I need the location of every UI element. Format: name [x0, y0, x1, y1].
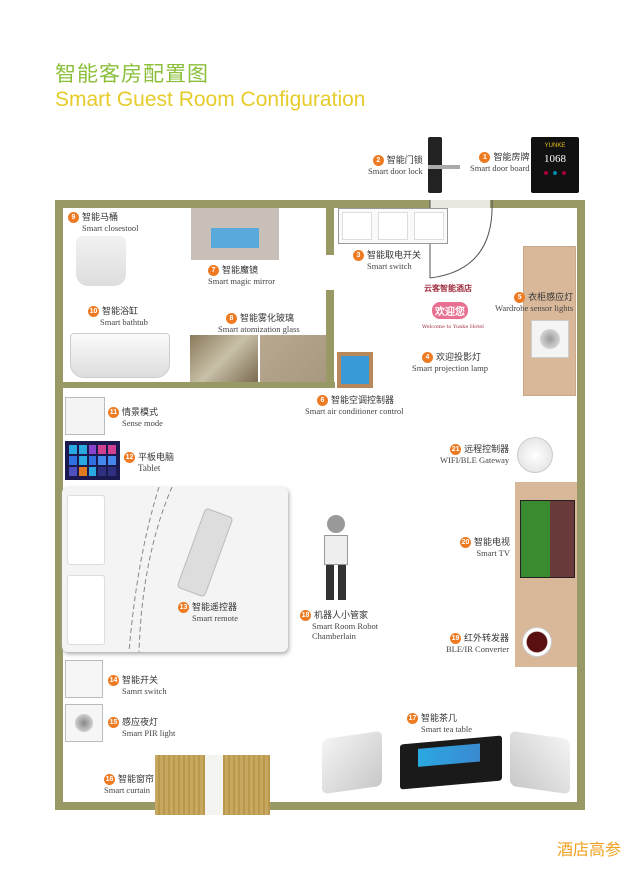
smart-switch-wall-panel: [65, 660, 103, 698]
door-gap: [430, 200, 490, 208]
door-lock-handle: [428, 165, 460, 169]
wall-bottom-left: [55, 802, 155, 810]
closestool-image: [76, 236, 126, 286]
page-title-en: Smart Guest Room Configuration: [55, 88, 366, 111]
projection-lamp-image: 云客智能酒店 欢迎您 Welcome to Yunke Hotel: [418, 278, 488, 344]
wall-left: [55, 200, 63, 810]
wall-top-left: [55, 200, 430, 208]
smart-switch-panel: [338, 208, 448, 244]
wall-right: [577, 200, 585, 810]
atomization-glass-clear: [190, 335, 258, 382]
wall-bottom-right: [270, 802, 585, 810]
sense-mode-panel: [65, 397, 105, 435]
projection-hotel-name: 云客智能酒店: [424, 284, 472, 293]
wardrobe-sensor-light-image: [531, 320, 569, 358]
wall-top-right: [490, 200, 585, 208]
pir-light-image: [65, 704, 103, 742]
door-board-room-number: 1068: [544, 153, 566, 165]
robot-image: [318, 515, 354, 605]
watermark: 酒店高参: [557, 840, 622, 859]
tv-screen: [520, 500, 575, 578]
projection-welcome-en: Welcome to Yunke Hotel: [422, 324, 484, 330]
ir-converter-image: [522, 627, 552, 657]
projection-welcome: 欢迎您: [432, 302, 468, 319]
pillow-top: [67, 495, 105, 565]
chair-left: [322, 730, 382, 795]
chair-right: [510, 730, 570, 795]
bed: [62, 487, 288, 652]
tablet-image: [65, 441, 120, 480]
ac-controller-image: [337, 352, 373, 388]
pillow-bottom: [67, 575, 105, 645]
tea-table-image: [400, 735, 502, 790]
page-title-cn: 智能客房配置图: [55, 62, 209, 86]
bathroom-wall-right-top: [326, 200, 334, 255]
bathroom-wall-right-bottom: [326, 290, 334, 388]
atomization-glass-frosted: [260, 335, 326, 382]
gateway-image: [517, 437, 553, 473]
bathtub-image: [70, 333, 170, 378]
curtain-image: [155, 755, 270, 815]
magic-mirror-image: [191, 208, 279, 260]
door-board-brand: YUNKE: [544, 143, 566, 149]
bathroom-wall-bottom: [55, 382, 335, 388]
door-board-image: YUNKE 1068: [531, 137, 579, 193]
